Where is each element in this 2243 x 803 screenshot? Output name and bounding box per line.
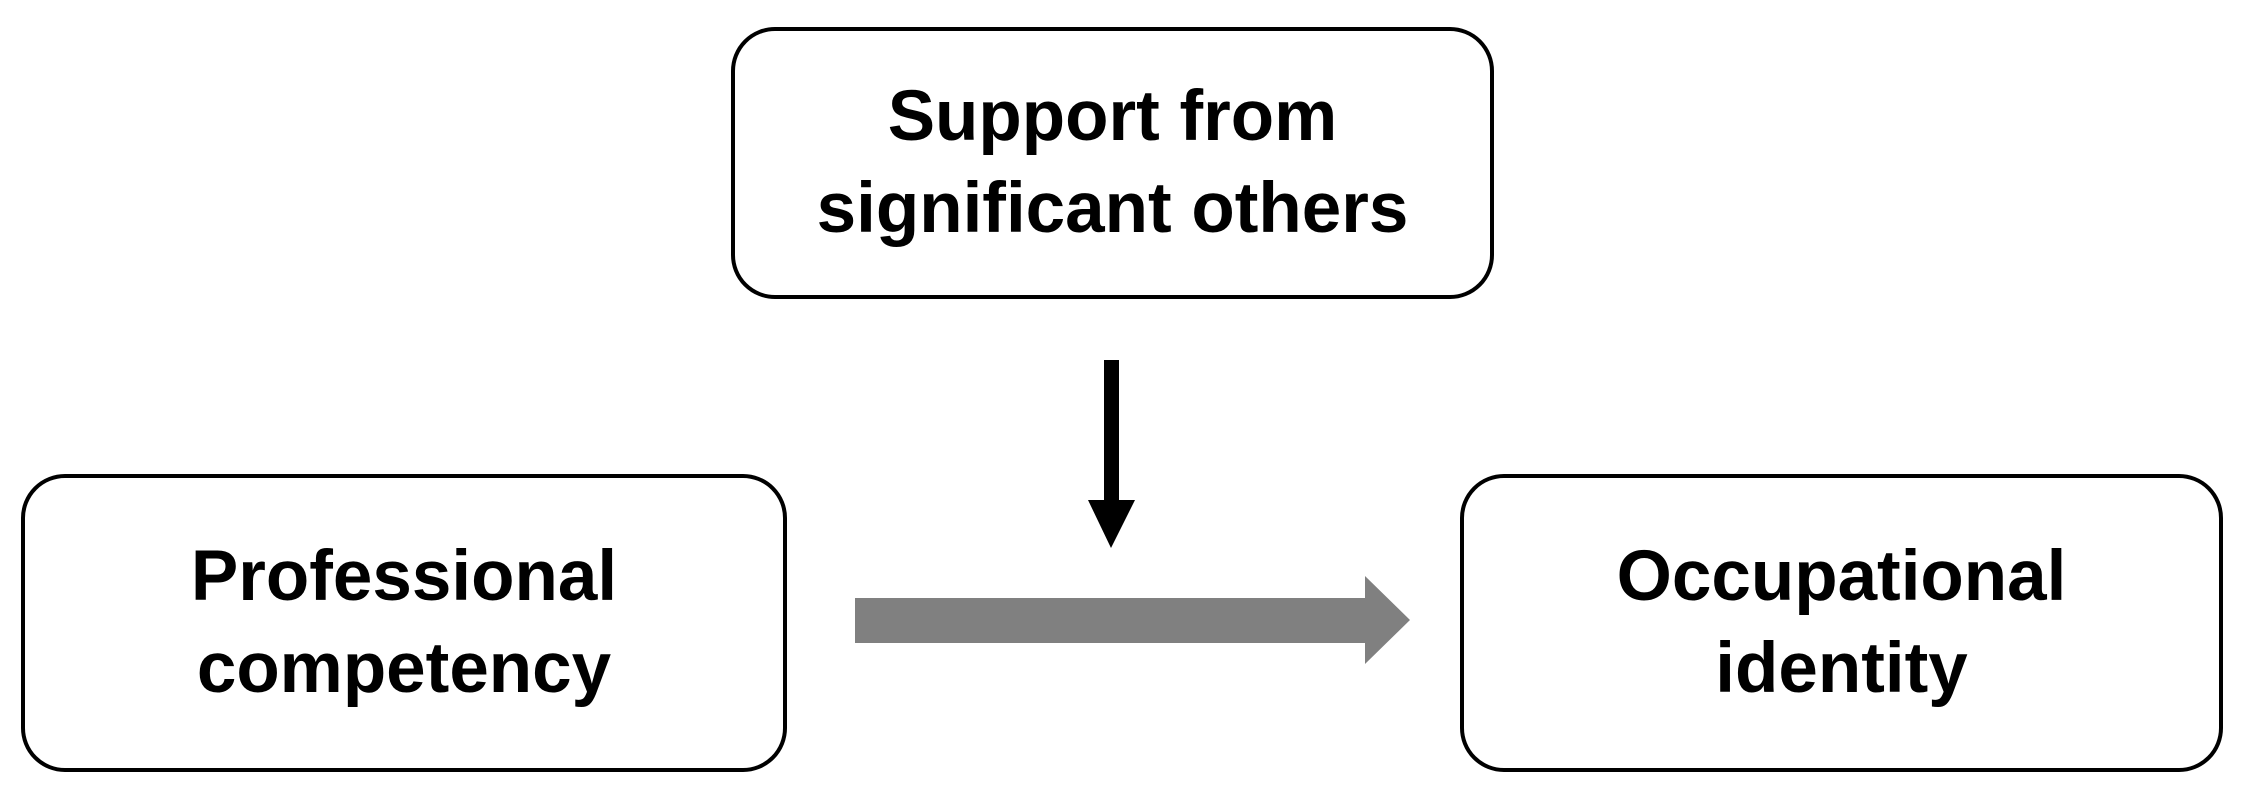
moderator-label-line-2: significant others — [816, 169, 1409, 248]
moderator-label-line-1: Support from — [887, 77, 1338, 156]
outcome-label-line-2: identity — [1715, 629, 1968, 708]
predictor-label: Professional competency — [191, 531, 617, 715]
outcome-label: Occupational identity — [1617, 531, 2067, 715]
predictor-box: Professional competency — [21, 474, 787, 772]
main-effect-arrow — [855, 576, 1410, 664]
outcome-box: Occupational identity — [1460, 474, 2223, 772]
moderation-arrow-head — [1088, 500, 1135, 548]
moderator-box: Support from significant others — [731, 27, 1494, 299]
outcome-label-line-1: Occupational — [1616, 537, 2067, 616]
predictor-label-line-1: Professional — [190, 537, 618, 616]
moderation-arrow-shaft — [1104, 360, 1119, 505]
predictor-label-line-2: competency — [196, 629, 612, 708]
moderator-label: Support from significant others — [817, 71, 1409, 255]
